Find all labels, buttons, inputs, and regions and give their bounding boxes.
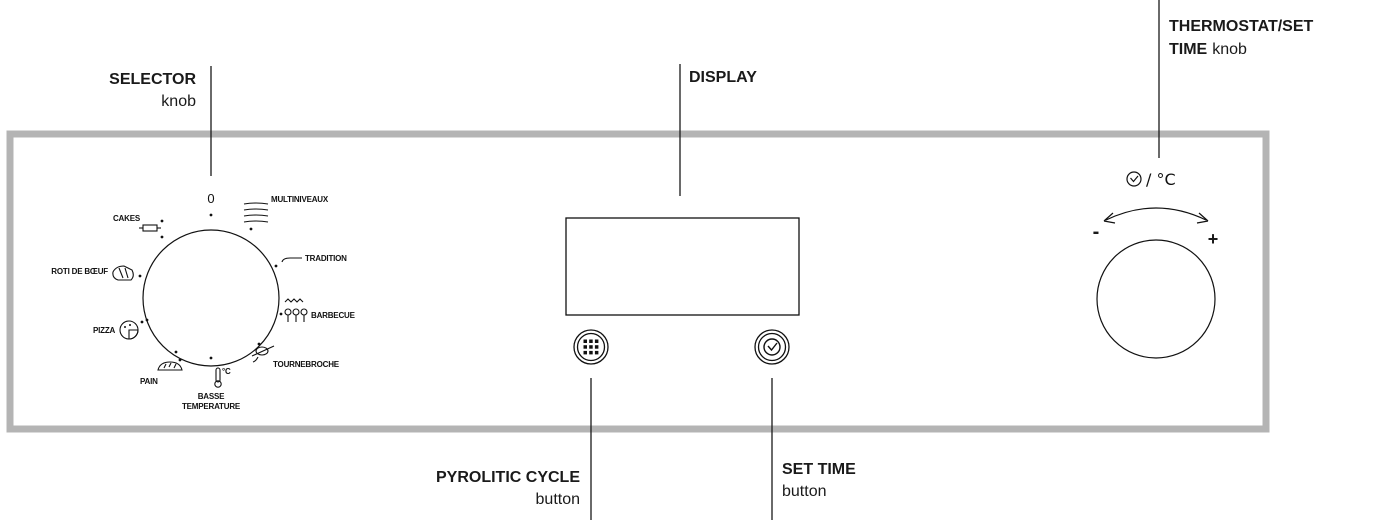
multiniveaux-icon [243, 202, 269, 223]
pyrolitic-callout-title: PYROLITIC CYCLE [436, 469, 580, 486]
thermometer-icon [214, 367, 222, 388]
thermostat-plus-label: + [1208, 229, 1219, 249]
selector-mode-multiniveaux-label: MULTINIVEAUX [271, 195, 329, 204]
thermostat-adjust-arc [1103, 207, 1209, 224]
timer-icon [1126, 171, 1142, 187]
selector-mode-roti-label: ROTI DE BŒUF [51, 267, 108, 276]
selector-tick-tradition [274, 264, 278, 268]
selector-callout-sub: knob [161, 93, 196, 110]
selector-mode-tournebroche-label: TOURNEBROCHE [273, 360, 340, 369]
pyrolitic-callout: PYROLITIC CYCLE button [436, 378, 592, 520]
selector-tick-zero [209, 213, 213, 217]
selector-tick-basse [209, 356, 213, 360]
clock-icon [763, 338, 781, 356]
selector-knob-assembly: 0 MULTINIVEAUX TRADITION BARBECUE [51, 191, 356, 411]
selector-mode-basse-label-line1: BASSE [198, 392, 225, 401]
tradition-icon [281, 257, 302, 263]
selector-tick-pain-2 [178, 358, 182, 362]
roast-beef-icon [112, 265, 134, 281]
selector-mode-tradition-label: TRADITION [305, 254, 347, 263]
selector-celsius-label: °C [222, 367, 231, 376]
selector-mode-pain-label: PAIN [140, 377, 158, 386]
thermostat-minus-label: - [1093, 221, 1100, 243]
selector-tick-pain [174, 350, 178, 354]
selector-tick-pizza [140, 320, 144, 324]
selector-mode-pizza-label: PIZZA [93, 326, 116, 335]
grid-icon [583, 339, 599, 355]
display-callout: DISPLAY [679, 64, 757, 196]
set-time-callout: SET TIME button [771, 378, 856, 520]
selector-callout: SELECTOR knob [109, 66, 212, 176]
selector-tick-roti [138, 274, 142, 278]
selector-tick-cakes-2 [160, 235, 164, 239]
thermostat-header-label: / °C [1146, 170, 1176, 189]
thermostat-knob[interactable] [1096, 239, 1216, 359]
selector-tick-barbecue [279, 312, 283, 316]
selector-mode-barbecue-label: BARBECUE [311, 311, 356, 320]
set-time-button[interactable] [754, 329, 790, 365]
pyrolitic-cycle-button[interactable] [573, 329, 609, 365]
pizza-icon [119, 320, 139, 340]
selector-tick-multiniveaux [249, 227, 253, 231]
selector-tick-tournebroche [257, 342, 261, 346]
selector-knob[interactable] [142, 229, 280, 367]
arrow-left-icon [1103, 212, 1116, 224]
thermostat-knob-header: / °C [1126, 170, 1176, 189]
selector-mode-zero-label: 0 [207, 191, 214, 206]
selector-tick-cakes-1 [160, 219, 164, 223]
pyrolitic-callout-sub: button [536, 491, 580, 508]
selector-tick-pizza-2 [145, 318, 149, 322]
barbecue-icon [284, 298, 308, 322]
cake-pan-icon [139, 224, 161, 232]
selector-mode-basse-label-line2: TEMPERATURE [182, 402, 241, 411]
set-time-callout-title: SET TIME [782, 461, 856, 478]
set-time-callout-sub: button [782, 483, 826, 500]
arrow-right-icon [1196, 212, 1209, 224]
bread-icon [157, 361, 183, 371]
selector-mode-cakes-label: CAKES [113, 214, 141, 223]
thermostat-callout-title-line1: THERMOSTAT/SET [1169, 18, 1314, 35]
display-screen [565, 217, 800, 316]
display-callout-title: DISPLAY [689, 69, 757, 86]
tournebroche-icon [251, 345, 275, 363]
control-panel-frame [6, 130, 1270, 433]
selector-callout-title: SELECTOR [109, 71, 196, 88]
